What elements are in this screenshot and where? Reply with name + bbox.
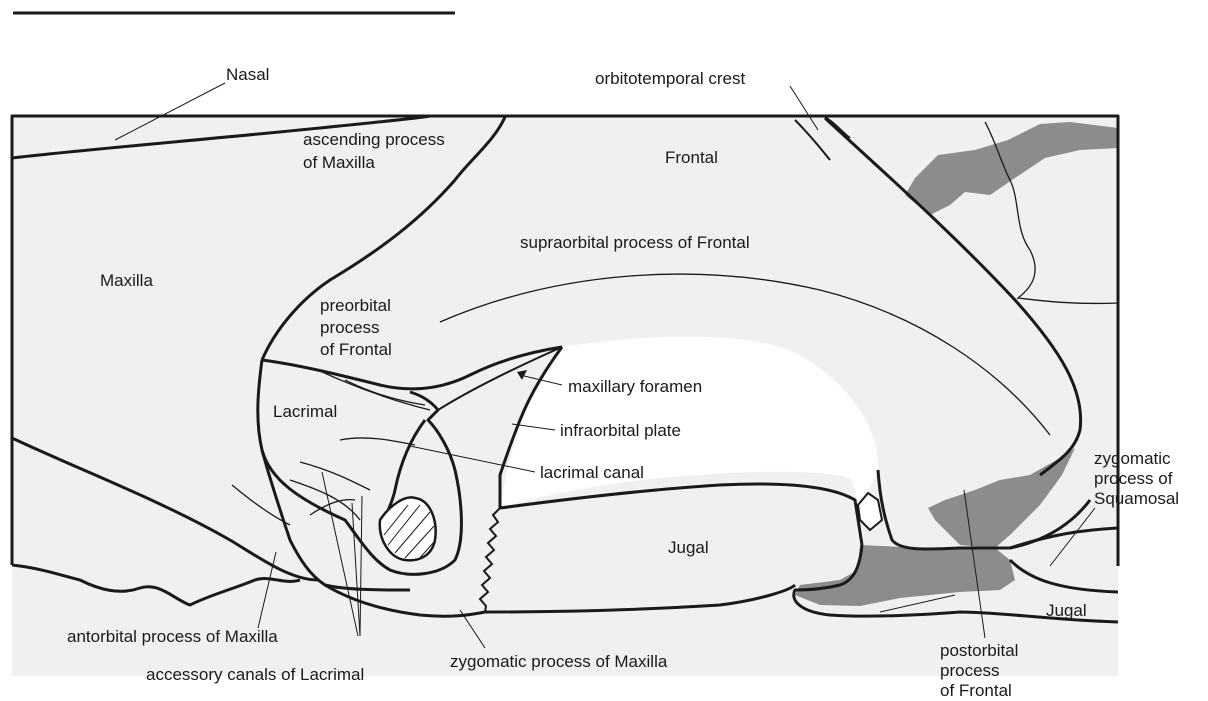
label-preorbital-2: process xyxy=(320,318,380,337)
label-maxillary-foramen: maxillary foramen xyxy=(568,377,702,396)
label-nasal: Nasal xyxy=(226,65,269,84)
label-orbitotemporal-crest: orbitotemporal crest xyxy=(595,69,746,88)
label-lacrimal-canal: lacrimal canal xyxy=(540,463,644,482)
label-zygomatic-squamosal-1: zygomatic xyxy=(1094,449,1171,468)
label-jugal-right: Jugal xyxy=(1046,601,1087,620)
label-zygomatic-squamosal-2: process of xyxy=(1094,469,1173,488)
label-postorbital-2: process xyxy=(940,661,1000,680)
label-jugal-main: Jugal xyxy=(668,538,709,557)
label-lacrimal: Lacrimal xyxy=(273,402,337,421)
label-preorbital-1: preorbital xyxy=(320,296,391,315)
label-postorbital-1: postorbital xyxy=(940,641,1018,660)
label-antorbital-process: antorbital process of Maxilla xyxy=(67,627,278,646)
label-zygomatic-process-maxilla: zygomatic process of Maxilla xyxy=(450,652,668,671)
label-accessory-canals: accessory canals of Lacrimal xyxy=(146,665,364,684)
label-maxilla: Maxilla xyxy=(100,271,153,290)
label-zygomatic-squamosal-3: Squamosal xyxy=(1094,489,1179,508)
label-frontal: Frontal xyxy=(665,148,718,167)
label-preorbital-3: of Frontal xyxy=(320,340,392,359)
label-ascending-process-1: ascending process xyxy=(303,130,445,149)
label-infraorbital-plate: infraorbital plate xyxy=(560,421,681,440)
label-supraorbital-process: supraorbital process of Frontal xyxy=(520,233,750,252)
label-ascending-process-2: of Maxilla xyxy=(303,153,375,172)
label-postorbital-3: of Frontal xyxy=(940,681,1012,700)
